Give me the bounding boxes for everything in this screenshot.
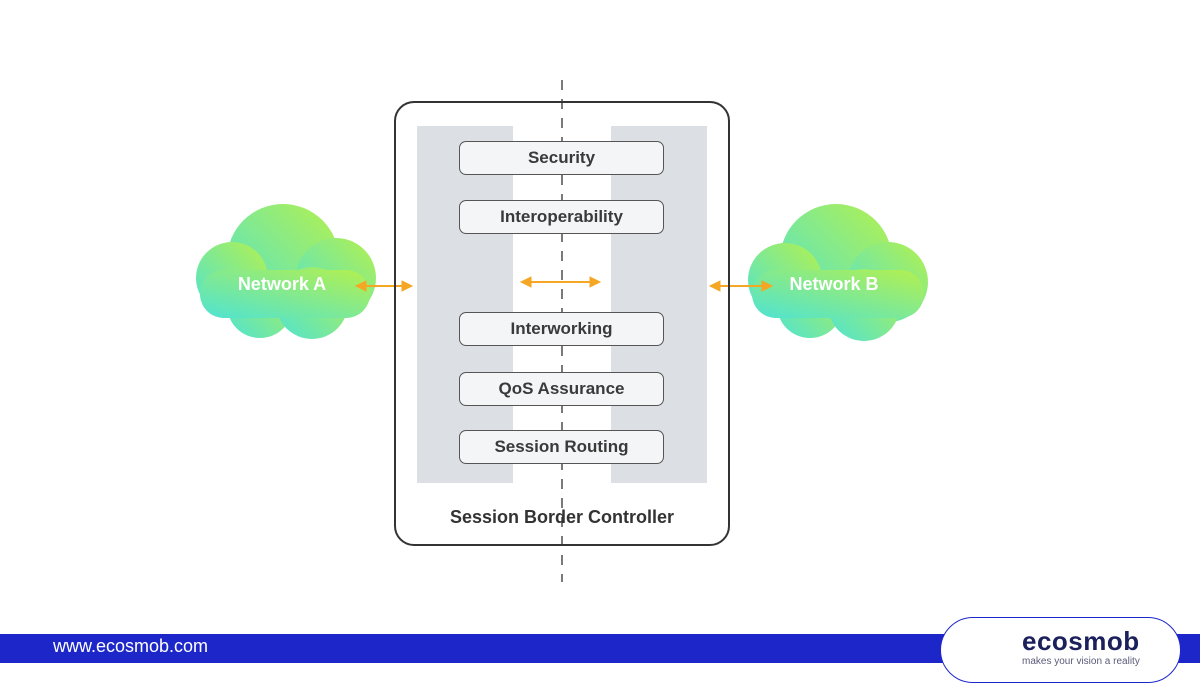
center-double-arrow-icon — [519, 276, 602, 288]
logo-badge[interactable] — [940, 617, 1181, 683]
network-b-cloud-icon — [748, 204, 928, 341]
function-interoperability: Interoperability — [459, 200, 664, 234]
sbc-right-column — [611, 126, 707, 483]
network-a-cloud-icon — [196, 204, 376, 339]
left-double-arrow-icon — [354, 280, 414, 292]
sbc-container — [394, 101, 730, 546]
function-security: Security — [459, 141, 664, 175]
right-double-arrow-icon — [708, 280, 774, 292]
footer-url-link[interactable]: www.ecosmob.com — [53, 636, 209, 656]
function-qos-assurance: QoS Assurance — [459, 372, 664, 406]
sbc-title: Session Border Controller — [449, 507, 675, 527]
sbc-left-column — [417, 126, 513, 483]
network-b-label: Network B — [789, 274, 879, 294]
function-session-routing: Session Routing — [459, 430, 664, 464]
network-a-label: Network A — [237, 274, 327, 294]
function-interworking: Interworking — [459, 312, 664, 346]
logo-tagline: makes your vision a reality — [1022, 656, 1140, 667]
logo-name: ecosmob — [1022, 626, 1140, 656]
